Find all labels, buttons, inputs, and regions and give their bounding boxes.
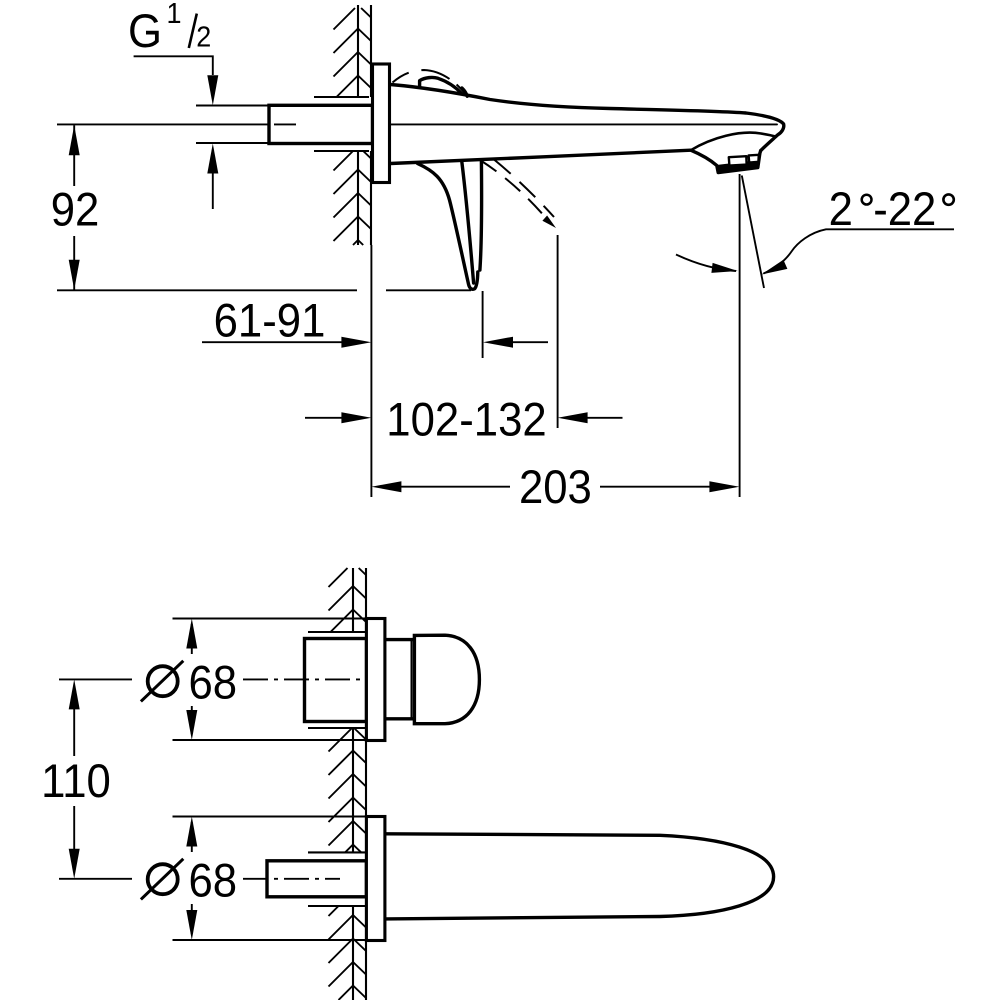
svg-text:G: G bbox=[128, 5, 162, 58]
svg-text:61-91: 61-91 bbox=[214, 294, 326, 347]
svg-text:203: 203 bbox=[519, 460, 592, 513]
svg-text:102-132: 102-132 bbox=[386, 393, 546, 446]
svg-text:92: 92 bbox=[51, 183, 100, 236]
svg-text:68: 68 bbox=[189, 656, 238, 709]
svg-text:110: 110 bbox=[41, 755, 111, 808]
svg-text:68: 68 bbox=[189, 854, 238, 907]
svg-text:-22: -22 bbox=[873, 183, 936, 236]
svg-text:2: 2 bbox=[829, 183, 853, 236]
svg-text:2: 2 bbox=[196, 21, 211, 53]
svg-text:1: 1 bbox=[167, 0, 182, 29]
